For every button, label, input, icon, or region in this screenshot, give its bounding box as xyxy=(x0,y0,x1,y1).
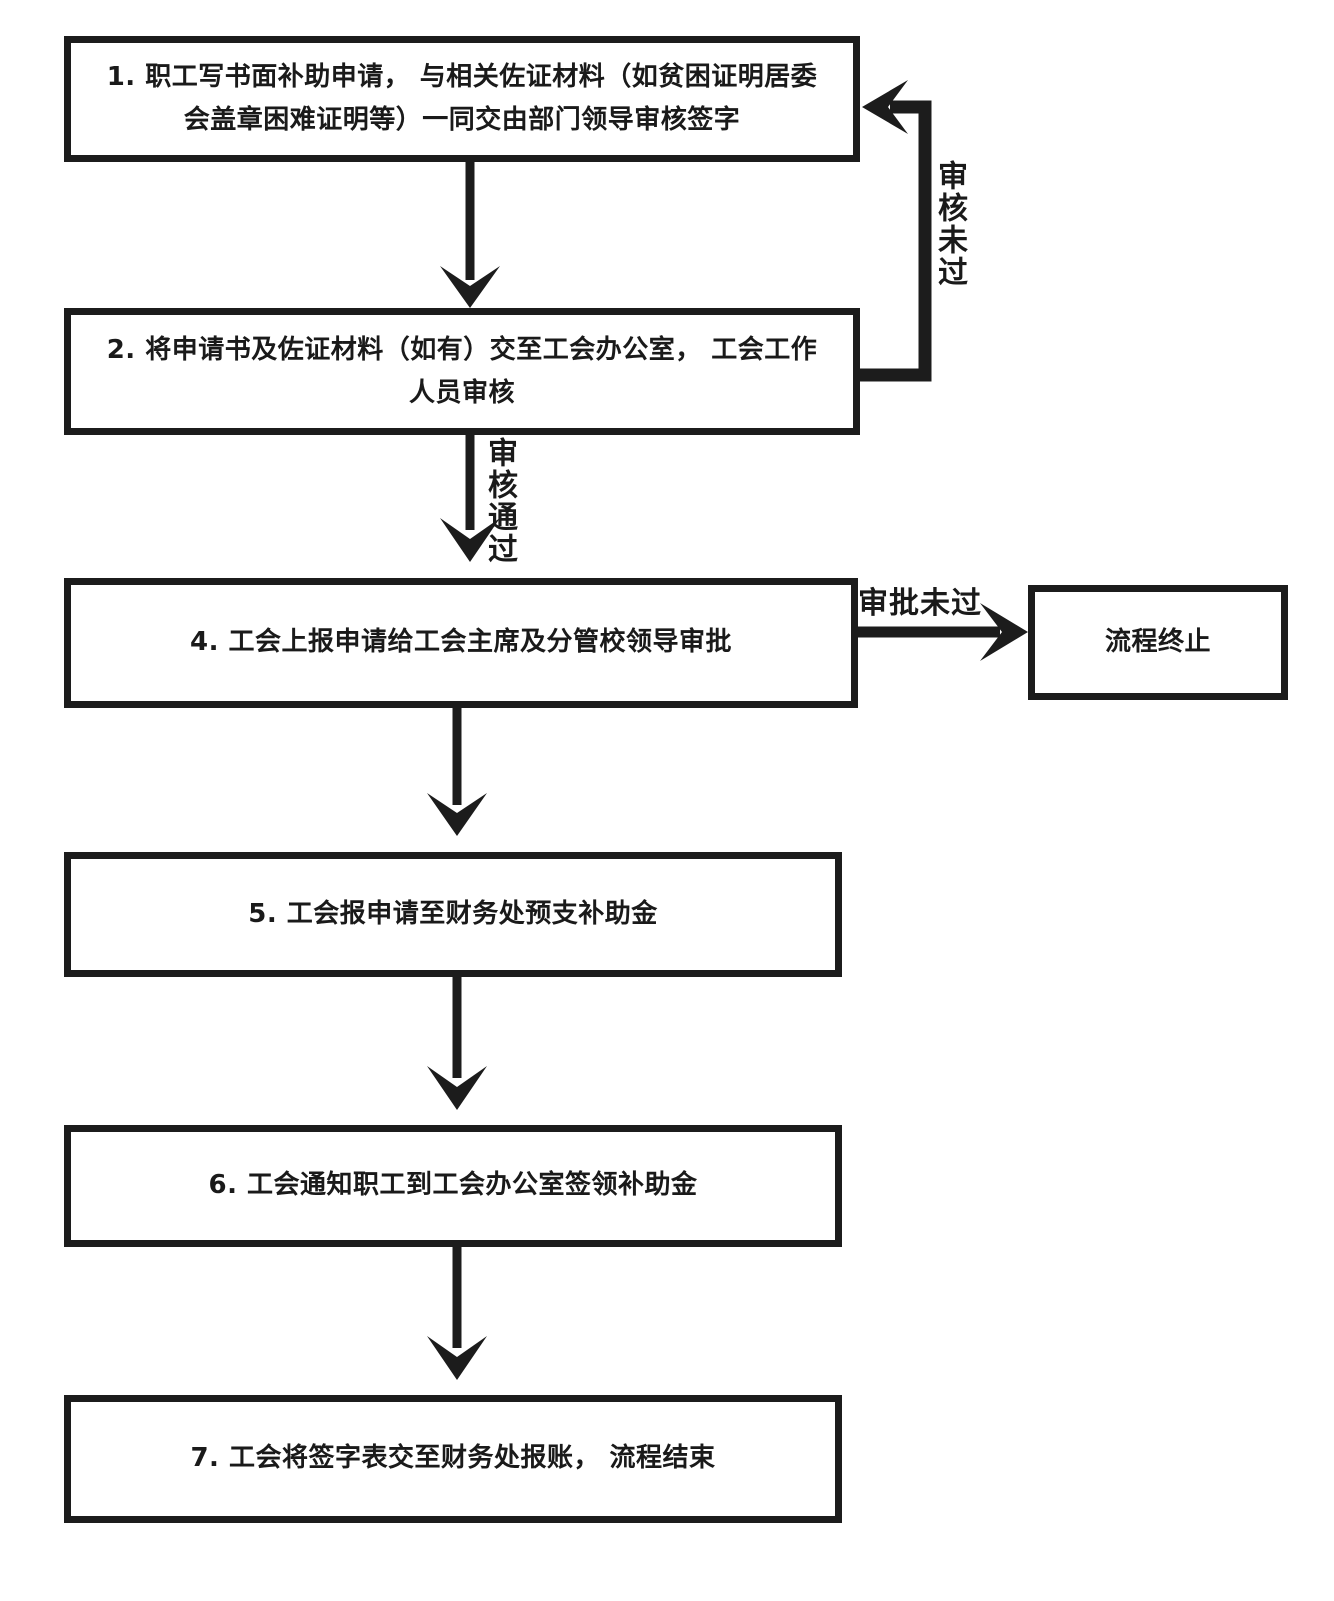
process-node-step-7-label: 7. 工会将签字表交至财务处报账， 流程结束 xyxy=(190,1443,716,1474)
edge-label-review-passed: 审核通过 xyxy=(482,437,517,565)
process-node-step-5-label: 5. 工会报申请至财务处预支补助金 xyxy=(248,898,658,929)
process-node-step-1-label: 1. 职工写书面补助申请， 与相关佐证材料（如贫困证明居委 会盖章困难证明等）一… xyxy=(106,62,818,135)
process-node-step-4[interactable]: 4. 工会上报申请给工会主席及分管校领导审批 xyxy=(64,578,858,708)
arrow-step1-to-step2 xyxy=(440,162,500,308)
process-node-step-7[interactable]: 7. 工会将签字表交至财务处报账， 流程结束 xyxy=(64,1395,842,1523)
process-node-step-6[interactable]: 6. 工会通知职工到工会办公室签领补助金 xyxy=(64,1125,842,1247)
process-node-step-4-label: 4. 工会上报申请给工会主席及分管校领导审批 xyxy=(189,627,733,658)
process-node-step-1[interactable]: 1. 职工写书面补助申请， 与相关佐证材料（如贫困证明居委 会盖章困难证明等）一… xyxy=(64,36,860,162)
arrow-step5-to-step6 xyxy=(427,977,487,1110)
arrow-step4-to-step5 xyxy=(427,708,487,836)
terminator-node-label: 流程终止 xyxy=(1104,626,1211,657)
process-node-step-2[interactable]: 2. 将申请书及佐证材料（如有）交至工会办公室， 工会工作 人员审核 xyxy=(64,308,860,435)
process-node-step-5[interactable]: 5. 工会报申请至财务处预支补助金 xyxy=(64,852,842,977)
terminator-node-process-end[interactable]: 流程终止 xyxy=(1028,585,1288,700)
arrow-review-rejected-loopback xyxy=(860,80,932,382)
process-node-step-6-label: 6. 工会通知职工到工会办公室签领补助金 xyxy=(208,1170,698,1201)
edge-label-review-rejected: 审核未过 xyxy=(932,160,967,288)
arrow-step6-to-step7 xyxy=(427,1247,487,1380)
process-node-step-2-label: 2. 将申请书及佐证材料（如有）交至工会办公室， 工会工作 人员审核 xyxy=(106,334,818,408)
edge-label-approval-denied: 审批未过 xyxy=(858,586,982,621)
